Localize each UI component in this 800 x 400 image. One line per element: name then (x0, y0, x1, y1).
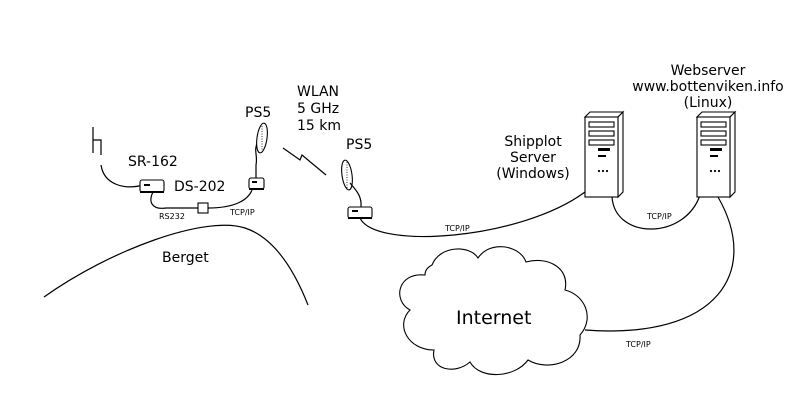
ps5-left-label: PS5 (245, 105, 271, 121)
tcpip-cable-ps5-server (359, 191, 586, 238)
cloud-icon (399, 246, 588, 376)
tcpip-label-servers: TCP/IP (646, 212, 672, 221)
rs232-cable (150, 189, 253, 214)
wlan-label: WLAN (297, 84, 339, 100)
shipplot-os-label: (Windows) (496, 166, 569, 182)
tower-server-icon (695, 110, 737, 199)
tower-server-icon (583, 110, 625, 199)
mountain-outline (43, 224, 309, 306)
tcpip-label-left: TCP/IP (229, 208, 255, 217)
webserver-url-label: www.bottenviken.info (632, 79, 783, 95)
whip-antenna-icon (92, 127, 144, 188)
wlan-distance-label: 15 km (297, 118, 341, 134)
dish-antenna-icon (255, 122, 268, 178)
sr162-label: SR-162 (128, 154, 178, 170)
shipplot-label: Shipplot (504, 134, 562, 150)
radio-unit-icon (347, 206, 373, 219)
shipplot-server-label: Server (510, 150, 556, 166)
tcpip-cable-internet (584, 196, 735, 332)
webserver-os-label: (Linux) (684, 95, 733, 111)
tcpip-label-internet: TCP/IP (625, 340, 651, 349)
radio-unit-icon (248, 177, 265, 190)
berget-label: Berget (162, 250, 209, 266)
wireless-link (282, 147, 327, 176)
internet-label: Internet (456, 307, 531, 329)
webserver-label: Webserver (671, 63, 746, 79)
wlan-frequency-label: 5 GHz (297, 101, 339, 117)
radio-unit-icon (139, 179, 165, 193)
tcpip-label-mid: TCP/IP (444, 224, 470, 233)
ps5-right-label: PS5 (346, 137, 372, 153)
ds202-label: DS-202 (174, 179, 225, 195)
rs232-label: RS232 (159, 212, 185, 221)
dish-antenna-icon (341, 159, 362, 208)
tcpip-cable-servers (611, 194, 701, 230)
